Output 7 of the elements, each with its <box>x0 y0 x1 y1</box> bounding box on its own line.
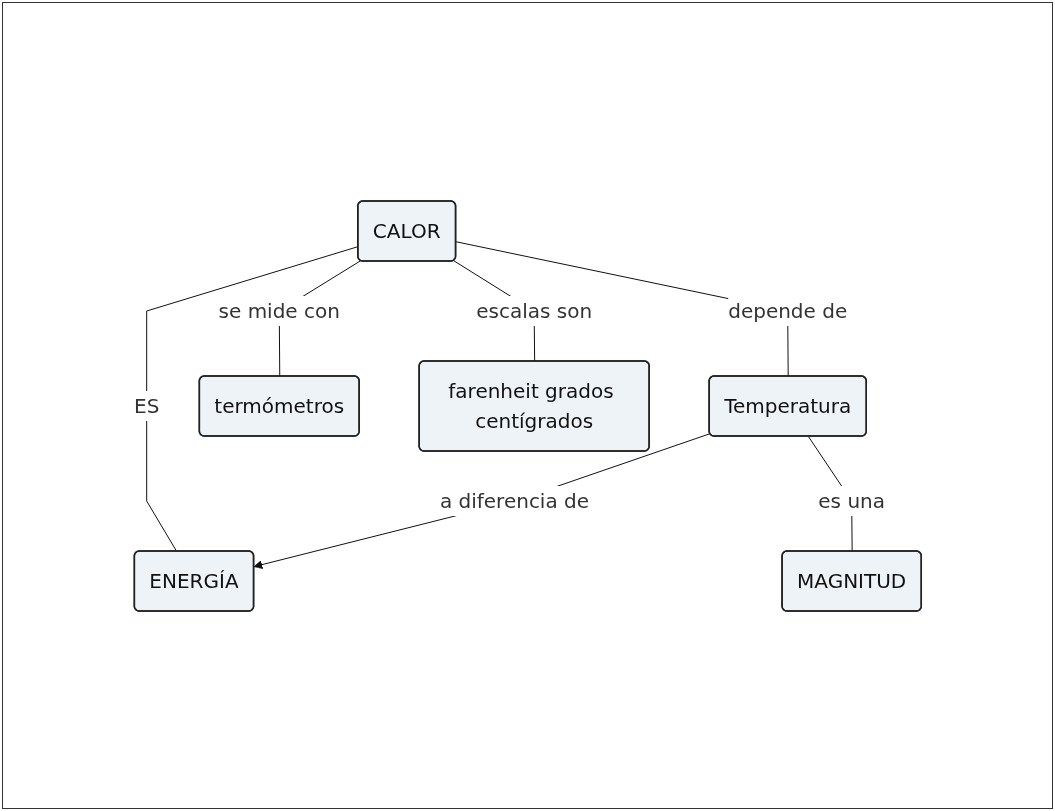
arrow <box>253 432 711 569</box>
edge-label: ES <box>133 393 160 418</box>
edge-label: a diferencia de <box>439 488 589 513</box>
edge-label: se mide con <box>218 298 340 323</box>
edge-label: escalas son <box>476 298 592 323</box>
edge-label: es una <box>818 488 885 513</box>
edge-label: depende de <box>728 298 848 323</box>
